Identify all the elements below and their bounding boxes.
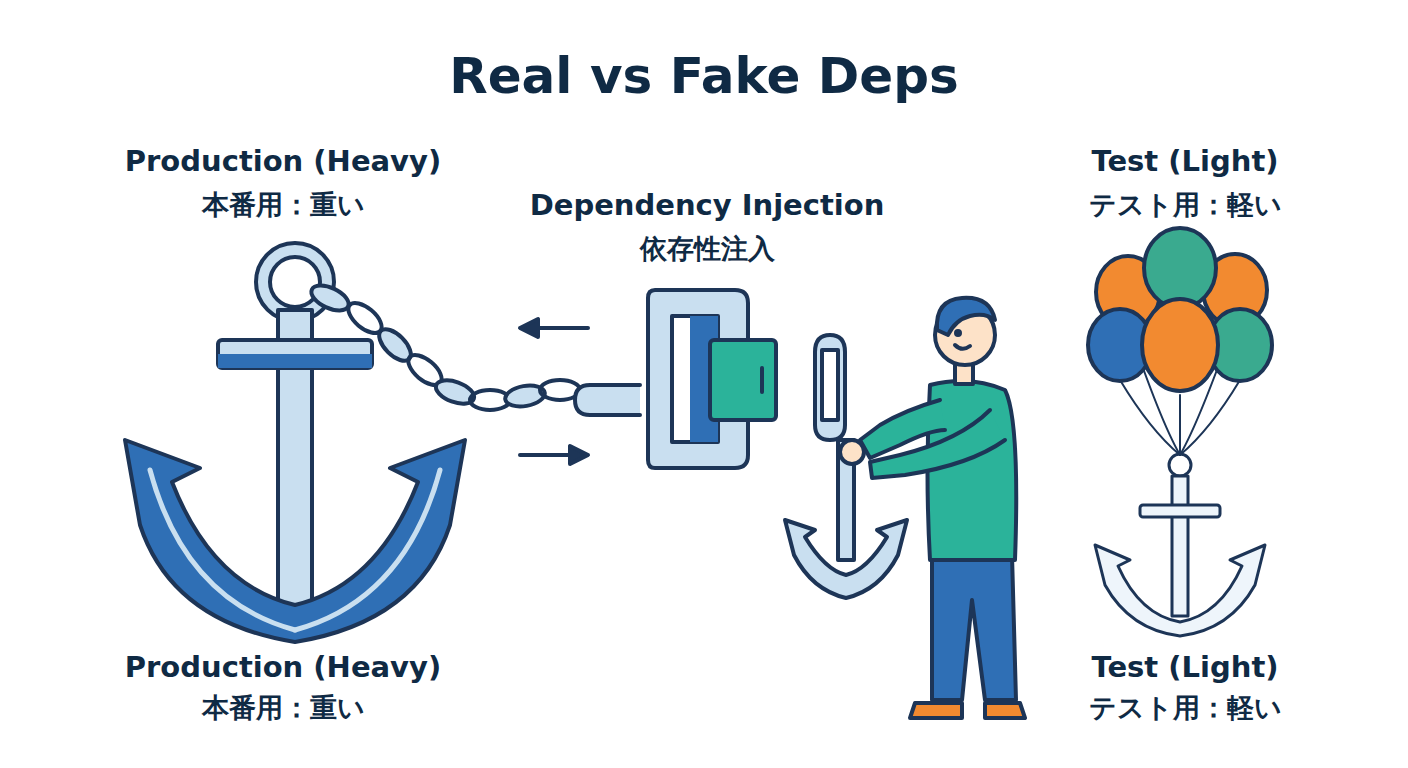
heavy-anchor	[125, 250, 465, 642]
chain	[308, 280, 580, 410]
light-anchor	[1095, 454, 1265, 636]
developer-figure	[860, 298, 1025, 718]
section-subheading: テスト用：軽い	[1089, 187, 1282, 223]
section-heading: Production (Heavy)	[125, 144, 441, 178]
swapped-anchor	[785, 335, 907, 598]
injection-socket	[575, 290, 776, 468]
caption-label: Production (Heavy)	[125, 650, 441, 684]
section-subheading: 本番用：重い	[202, 187, 365, 223]
caption-sublabel: テスト用：軽い	[1089, 690, 1282, 726]
concept-subheading: 依存性注入	[640, 231, 775, 267]
diagram-title: Real vs Fake Deps	[449, 47, 959, 105]
caption-sublabel: 本番用：重い	[202, 690, 365, 726]
section-heading: Test (Light)	[1091, 144, 1278, 178]
caption-label: Test (Light)	[1091, 650, 1278, 684]
concept-heading: Dependency Injection	[530, 188, 885, 222]
balloons	[1088, 228, 1272, 391]
